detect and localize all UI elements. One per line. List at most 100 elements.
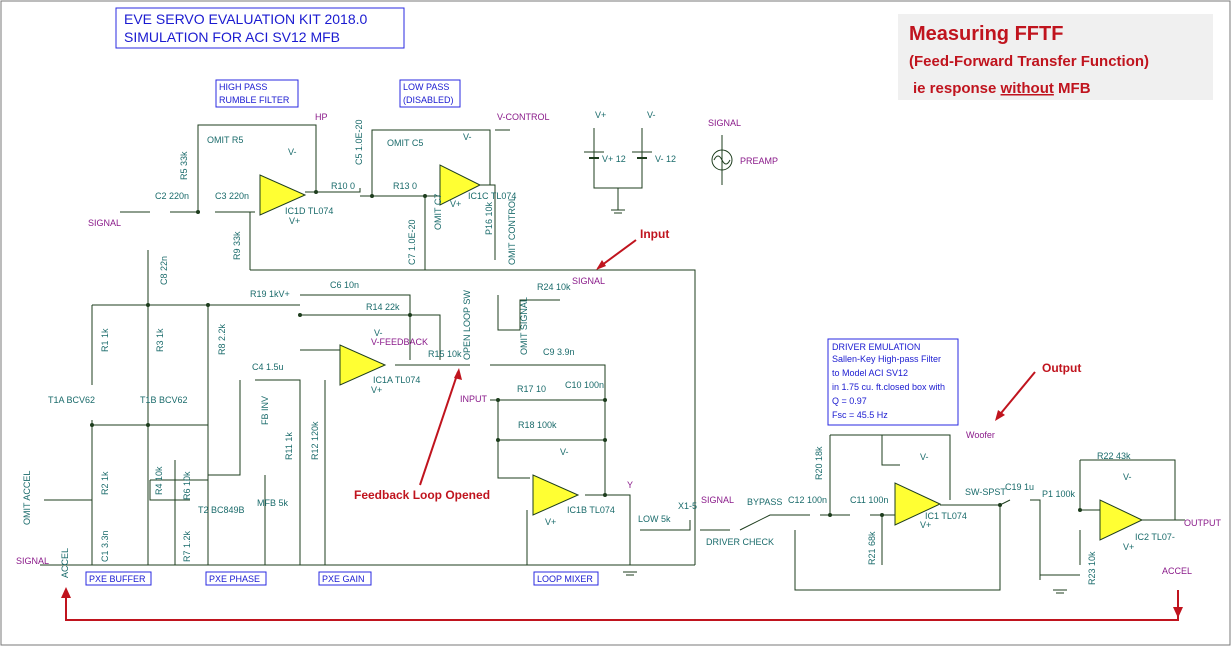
label-vplus-source: V+ <box>595 110 606 120</box>
label-r8: R8 2.2k <box>217 323 227 355</box>
label-omit-control: OMIT CONTROL <box>507 196 517 265</box>
label-vminus-source: V- <box>647 110 656 120</box>
battery-vplus-icon <box>584 151 604 159</box>
label-r19: R19 1kV+ <box>250 289 290 299</box>
note-box <box>898 14 1213 100</box>
label-r24: R24 10k <box>537 282 571 292</box>
net-accel: ACCEL <box>1162 566 1192 576</box>
label-c5: C5 1.0E-20 <box>354 119 364 165</box>
accel-arrowhead-icon <box>61 587 71 598</box>
label-r6: R6 10k <box>182 471 192 500</box>
label-omit-accel: OMIT ACCEL <box>22 471 32 525</box>
note-heading: Measuring FFTF <box>909 23 1063 45</box>
label-r10: R10 0 <box>331 181 355 191</box>
label-ic1: IC1 TL074 <box>925 511 967 521</box>
label-r3: R3 1k <box>155 328 165 352</box>
label-r11: R11 1k <box>284 432 294 460</box>
net-signal-4: SIGNAL <box>701 495 734 505</box>
label-mfb: MFB 5k <box>257 498 289 508</box>
label-open-loop-sw: OPEN LOOP SW <box>462 290 472 360</box>
title-line-2: SIMULATION FOR ACI SV12 MFB <box>124 29 340 45</box>
label-vminus-ic1a: V- <box>374 328 383 338</box>
driver-emulation-line-3: to Model ACI SV12 <box>832 368 908 378</box>
output-arrow <box>996 371 1036 419</box>
pxe-phase-label: PXE PHASE <box>209 574 260 584</box>
label-c3: C3 220n <box>215 191 249 201</box>
label-c8: C8 22n <box>159 256 169 285</box>
label-bypass: BYPASS <box>747 497 782 507</box>
low-pass-label-1: LOW PASS <box>403 82 449 92</box>
ground-icon <box>611 209 625 214</box>
label-omit-c7: OMIT C7 <box>433 194 443 230</box>
high-pass-label-2: RUMBLE FILTER <box>219 95 290 105</box>
label-t1a: T1A BCV62 <box>48 395 95 405</box>
label-c1: C1 3.3n <box>100 530 110 562</box>
net-y: Y <box>627 480 633 490</box>
low-pass-label-2: (DISABLED) <box>403 95 454 105</box>
pxe-buffer-label: PXE BUFFER <box>89 574 146 584</box>
opamp-ic2 <box>1099 499 1144 541</box>
label-r21: R21 68k <box>867 531 877 565</box>
label-vplus-ic2: V+ <box>1123 542 1134 552</box>
output-annotation: Output <box>1042 361 1081 375</box>
net-output: OUTPUT <box>1184 518 1222 528</box>
label-c6: C6 10n <box>330 280 359 290</box>
net-input: INPUT <box>460 394 488 404</box>
net-preamp: PREAMP <box>740 156 778 166</box>
low-pass-box <box>399 79 461 108</box>
label-omit-c5: OMIT C5 <box>387 138 423 148</box>
battery-vminus-icon <box>632 151 652 159</box>
title-box <box>115 7 405 49</box>
label-vminus-ic1: V- <box>920 452 929 462</box>
driver-emulation-line-5: Q = 0.97 <box>832 396 867 406</box>
note-sub-1: (Feed-Forward Transfer Function) <box>909 53 1149 70</box>
label-r2: R2 1k <box>100 471 110 495</box>
net-signal-2: SIGNAL <box>572 276 605 286</box>
label-vplus-ic1a: V+ <box>371 385 382 395</box>
label-c2: C2 220n <box>155 191 189 201</box>
label-r5: R5 33k <box>179 151 189 180</box>
opamp-ic1d <box>259 174 307 216</box>
label-vminus12: V- 12 <box>655 154 676 164</box>
opamp-ic1a <box>339 344 387 386</box>
label-c7: C7 1.0E-20 <box>407 219 417 265</box>
driver-emulation-line-6: Fsc = 45.5 Hz <box>832 410 888 420</box>
label-ic1d: IC1D TL074 <box>285 206 333 216</box>
input-arrow <box>597 239 637 269</box>
net-signal-3: SIGNAL <box>708 118 741 128</box>
label-r23: R23 10k <box>1087 551 1097 585</box>
label-c19: C19 1u <box>1005 482 1034 492</box>
driver-emulation-box <box>827 338 959 426</box>
feedback-annotation: Feedback Loop Opened <box>354 488 490 502</box>
ground-icon <box>1053 589 1067 594</box>
label-r18: R18 100k <box>518 420 557 430</box>
label-x1-5: X1-5 <box>678 501 697 511</box>
high-pass-label-1: HIGH PASS <box>219 82 267 92</box>
note-sub-2: ie response without MFB <box>913 80 1091 97</box>
input-annotation: Input <box>640 227 669 241</box>
net-hp: HP <box>315 112 328 122</box>
driver-emulation-line-4: in 1.75 cu. ft.closed box with <box>832 382 945 392</box>
label-c4: C4 1.5u <box>252 362 284 372</box>
driver-emulation-line-1: DRIVER EMULATION <box>832 342 920 352</box>
label-c10: C10 100n <box>565 380 604 390</box>
junction-dots <box>90 190 1082 517</box>
ground-icon <box>623 571 637 576</box>
label-vminus-ic1c: V- <box>463 132 472 142</box>
opamp-ic1 <box>894 482 942 526</box>
label-t2: T2 BC849B <box>198 505 245 515</box>
label-vplus-ic1: V+ <box>920 520 931 530</box>
label-ic2: IC2 TL07- <box>1135 532 1175 542</box>
label-ic1c: IC1C TL074 <box>468 191 516 201</box>
label-r14: R14 22k <box>366 302 400 312</box>
net-v-feedback: V-FEEDBACK <box>371 337 428 347</box>
feedback-arrow <box>419 371 459 486</box>
label-accel-switch: ACCEL <box>60 548 70 578</box>
feedback-arrowhead-icon <box>454 368 462 380</box>
label-low5k: LOW 5k <box>638 514 671 524</box>
net-signal-5: SIGNAL <box>16 556 49 566</box>
label-c12: C12 100n <box>788 495 827 505</box>
label-r22: R22 43k <box>1097 451 1131 461</box>
label-r7: R7 1.2k <box>182 530 192 562</box>
